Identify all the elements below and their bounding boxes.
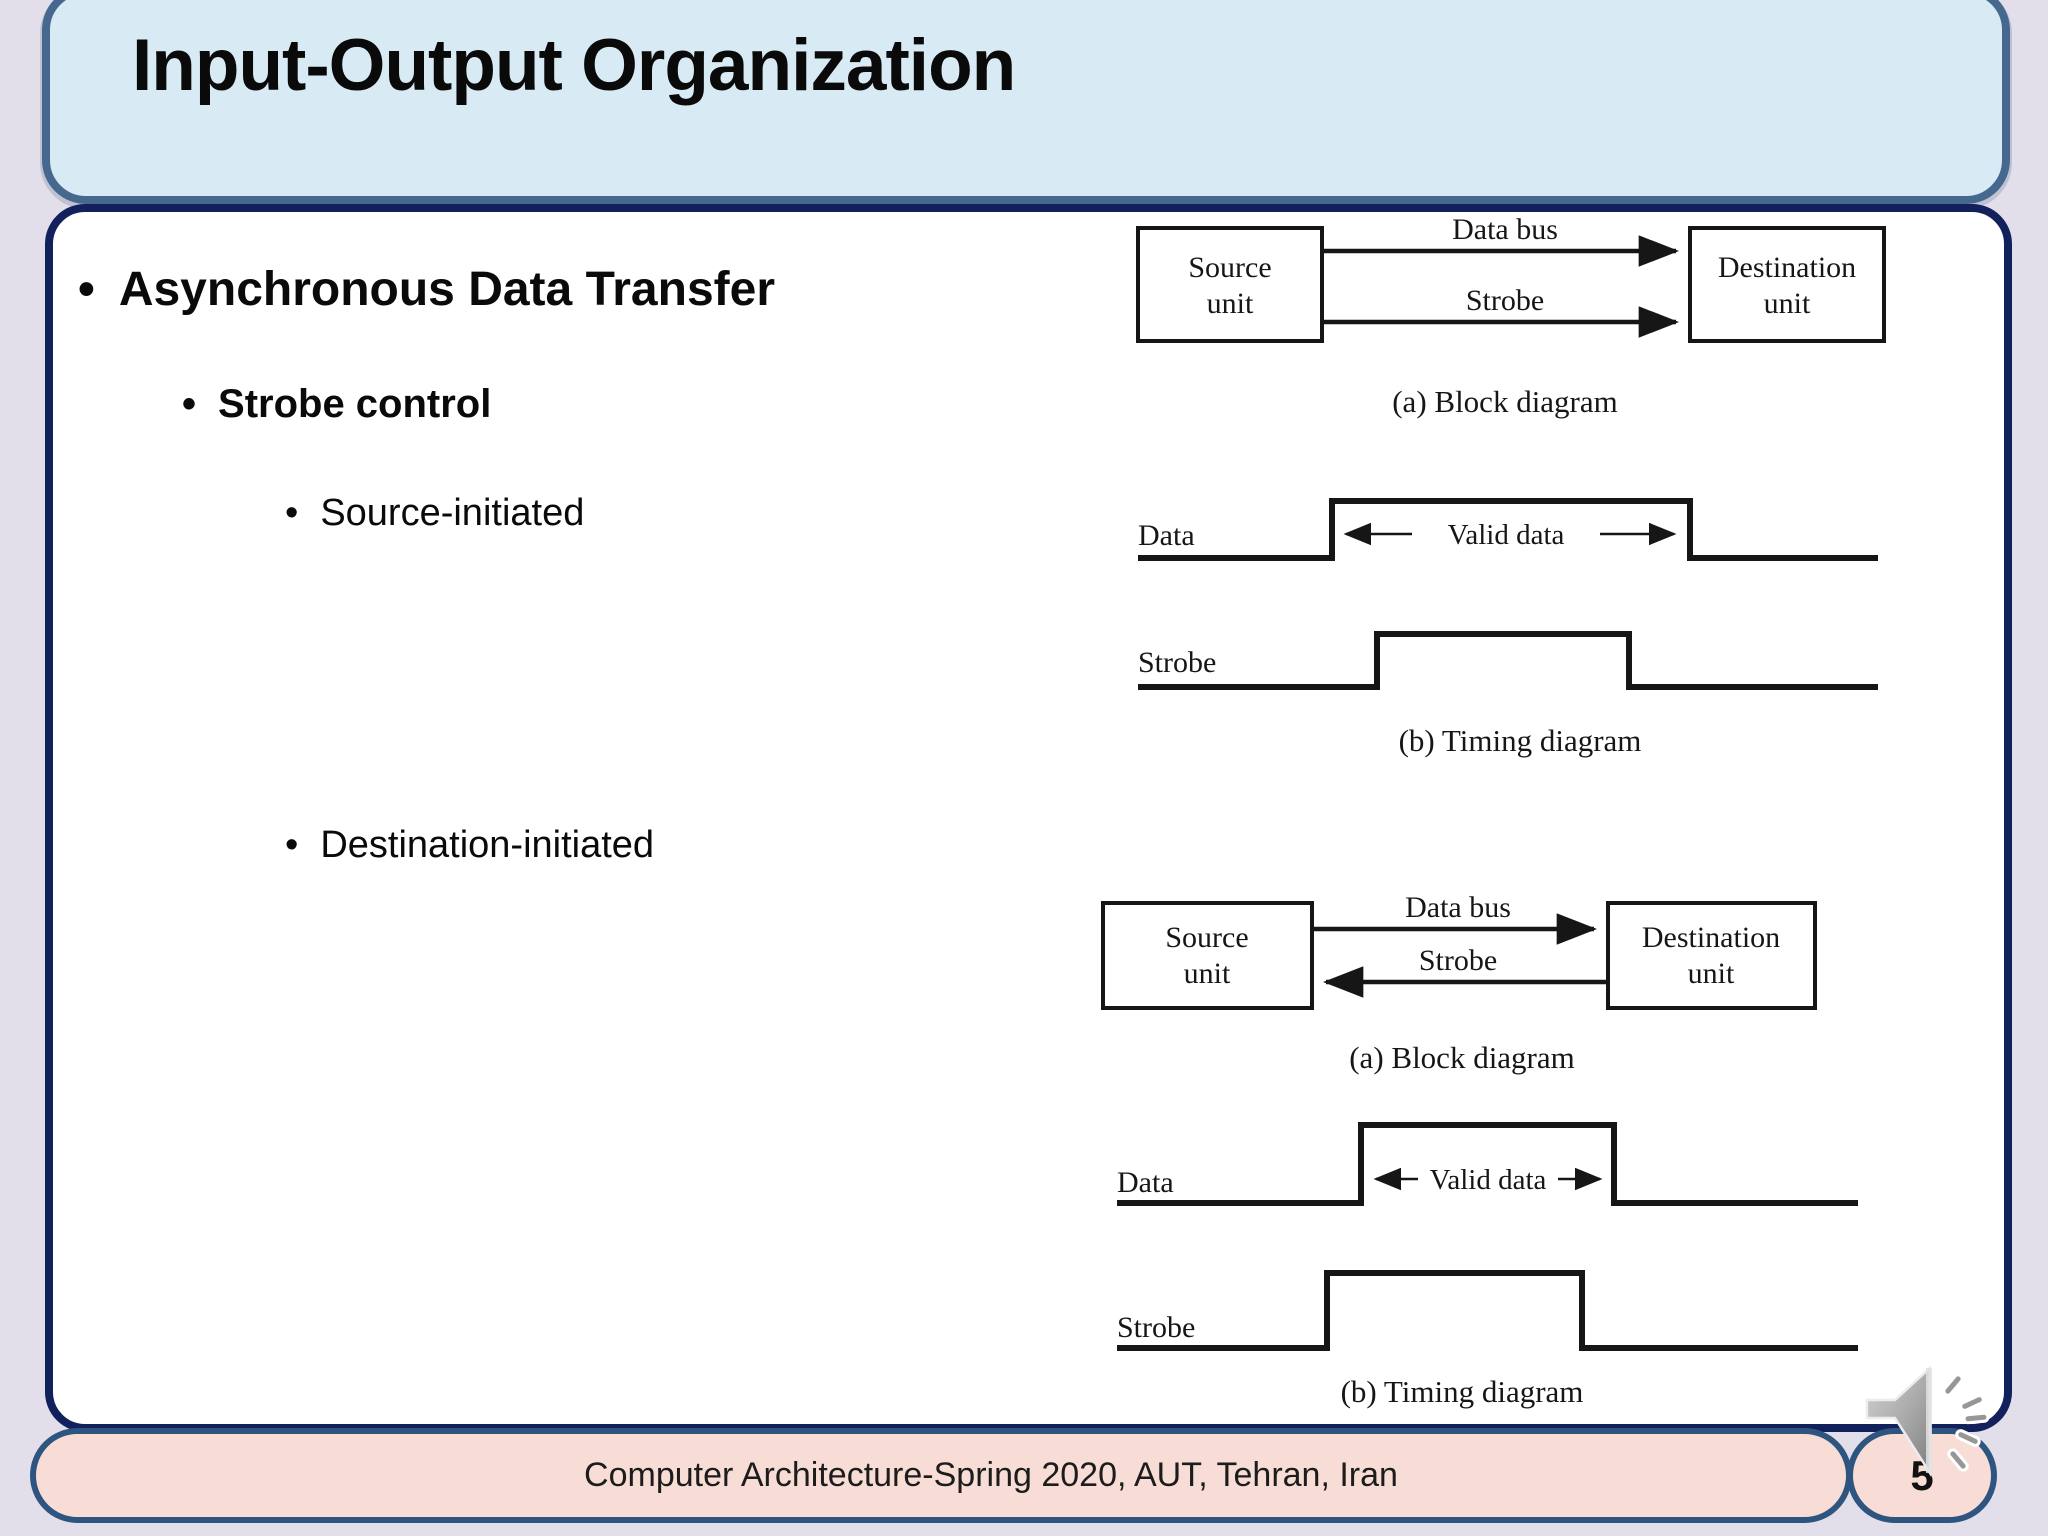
source-unit-label-line2: unit [1207, 287, 1254, 320]
speaker-cone [1865, 1365, 1932, 1478]
data-signal-label: Data [1117, 1166, 1174, 1199]
bullet-dot-icon: • [182, 382, 197, 426]
valid-data-label: Valid data [1448, 519, 1565, 551]
bullet-source-initiated: • Source-initiated [285, 492, 584, 535]
source-unit-label-line1: Source [1165, 921, 1248, 954]
sound-dash-icon [1959, 1394, 1985, 1412]
sound-dash-icon [1947, 1448, 1969, 1472]
bullet-dot-icon: • [285, 824, 299, 866]
strobe-label: Strobe [1419, 944, 1497, 977]
data-bus-label: Data bus [1452, 213, 1558, 246]
bullet-label: Asynchronous Data Transfer [118, 263, 775, 316]
destination-unit-label-line2: unit [1764, 287, 1811, 320]
destination-unit-label-line1: Destination [1642, 921, 1780, 954]
bullet-label: Destination-initiated [320, 824, 655, 866]
data-waveform [1117, 1122, 1858, 1206]
sound-dash-icon [1942, 1373, 1964, 1397]
destination-unit-label-line2: unit [1688, 957, 1735, 990]
block-diagram-source-initiated: Source unit Destination unit Data bus St… [1136, 213, 1886, 419]
block-diagram-destination-initiated: Source unit Destination unit Data bus St… [1101, 891, 1817, 1075]
strobe-signal-label: Strobe [1138, 646, 1216, 679]
timing-diagram-caption: (b) Timing diagram [1399, 723, 1642, 758]
timing-diagram-source-initiated: Data Valid data Strobe (b) Timing diagra… [1138, 498, 1878, 758]
destination-unit-box [1688, 226, 1886, 343]
block-diagram-caption: (a) Block diagram [1392, 384, 1618, 419]
source-unit-label-line1: Source [1188, 251, 1271, 284]
sound-dash-icon [1955, 1429, 1981, 1447]
speaker-highlight [1926, 1368, 1932, 1473]
strobe-label: Strobe [1466, 284, 1544, 317]
strobe-waveform [1117, 1270, 1858, 1351]
bullet-dot-icon: • [78, 263, 95, 316]
destination-unit-label-line1: Destination [1718, 251, 1856, 284]
bullet-destination-initiated: • Destination-initiated [285, 824, 654, 867]
bullet-label: Strobe control [218, 382, 492, 426]
timing-diagram-destination-initiated: Data Valid data Strobe (b) Timing diagra… [1117, 1122, 1858, 1409]
title-bar: Input-Output Organization [42, 0, 2010, 204]
footer-text: Computer Architecture-Spring 2020, AUT, … [584, 1456, 1398, 1494]
page-title: Input-Output Organization [132, 25, 1016, 106]
sound-wave-dashes [1942, 1373, 1990, 1472]
bullet-asynchronous-data-transfer: • Asynchronous Data Transfer [78, 262, 775, 317]
source-unit-label-line2: unit [1184, 957, 1231, 990]
diagram-overlay: Source unit Destination unit Data bus St… [1101, 213, 1886, 1409]
content-panel [45, 204, 2012, 1432]
data-signal-label: Data [1138, 519, 1195, 552]
footer-bar: Computer Architecture-Spring 2020, AUT, … [30, 1428, 1852, 1523]
data-waveform [1138, 498, 1878, 561]
block-diagram-caption: (a) Block diagram [1349, 1040, 1575, 1075]
source-unit-box [1101, 901, 1314, 1010]
timing-diagram-caption: (b) Timing diagram [1341, 1374, 1584, 1409]
valid-data-label: Valid data [1430, 1164, 1547, 1196]
destination-unit-box [1606, 901, 1817, 1010]
bullet-label: Source-initiated [320, 492, 585, 534]
speaker-body [1865, 1365, 1932, 1478]
audio-speaker-icon[interactable] [1848, 1352, 2018, 1484]
sound-dash-icon [1962, 1411, 1990, 1425]
bullet-dot-icon: • [285, 492, 299, 534]
strobe-waveform [1138, 631, 1878, 690]
data-bus-label: Data bus [1405, 891, 1511, 924]
source-unit-box [1136, 226, 1324, 343]
strobe-signal-label: Strobe [1117, 1311, 1195, 1344]
bullet-strobe-control: • Strobe control [182, 382, 491, 427]
